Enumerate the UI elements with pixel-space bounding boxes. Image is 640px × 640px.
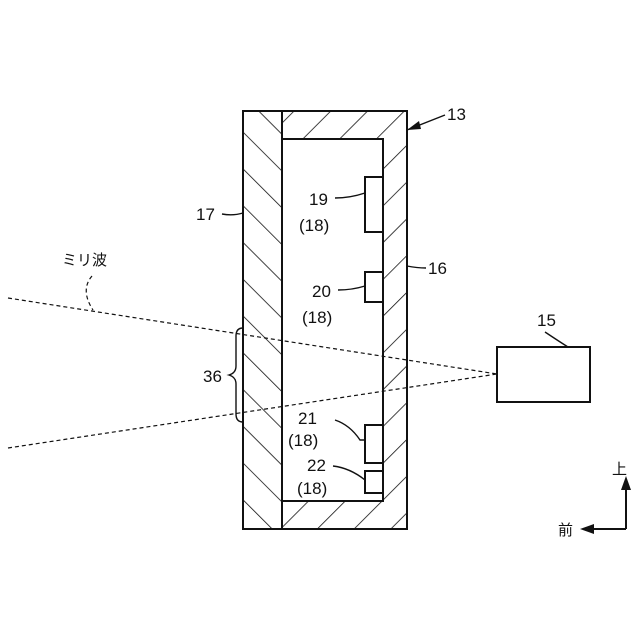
label-19-group: (18): [299, 216, 329, 235]
label-millimeter-wave: ミリ波: [62, 251, 107, 269]
label-22-group: (18): [297, 479, 327, 498]
sensor-20: [365, 272, 383, 302]
window-brace: [229, 328, 243, 422]
label-19: 19: [309, 190, 328, 209]
sensor-21: [365, 425, 383, 463]
label-20: 20: [312, 282, 331, 301]
label-20-group: (18): [302, 308, 332, 327]
sensor-19: [365, 177, 383, 232]
label-15: 15: [537, 311, 556, 330]
label-21-group: (18): [288, 431, 318, 450]
label-36: 36: [203, 367, 222, 386]
label-up: 上: [612, 460, 627, 478]
label-21: 21: [298, 409, 317, 428]
radar-device: [497, 347, 590, 402]
label-17: 17: [196, 205, 215, 224]
sensor-22: [365, 471, 383, 493]
label-13: 13: [447, 105, 466, 124]
label-front: 前: [558, 521, 573, 539]
label-22: 22: [307, 456, 326, 475]
label-16: 16: [428, 259, 447, 278]
